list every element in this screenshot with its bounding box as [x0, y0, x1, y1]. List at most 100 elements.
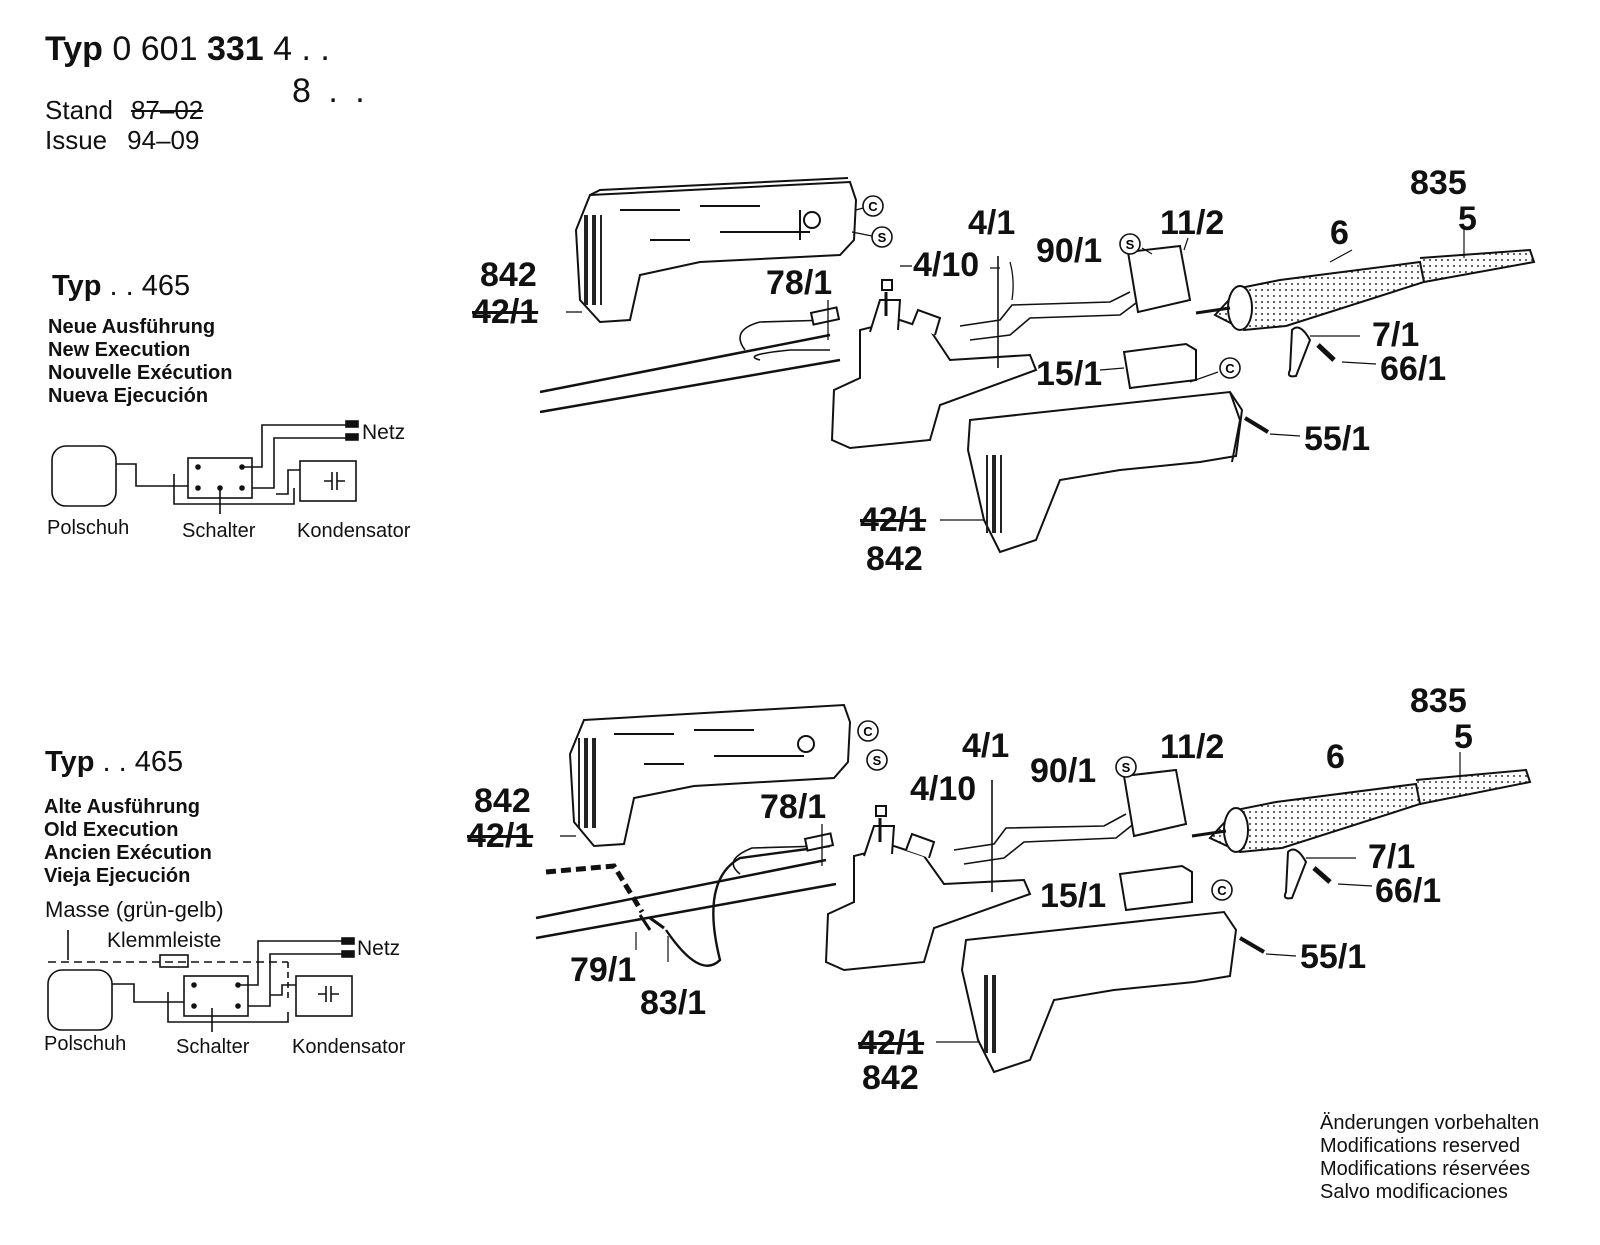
- section1-wiring-diagram: [51, 420, 359, 514]
- mark-c-text: C: [1217, 883, 1227, 898]
- section2-polschuh-label: Polschuh: [44, 1033, 127, 1055]
- section2-typ-value: . . 465: [102, 746, 184, 778]
- section1-execution-line: Nueva Ejecución: [48, 385, 209, 407]
- cable-clamp-7-1: [1287, 326, 1312, 378]
- section2-schalter-label: Schalter: [176, 1036, 250, 1058]
- screw-4-10: [881, 279, 893, 291]
- netz-terminal: [341, 950, 355, 958]
- callout-842: 842: [474, 782, 531, 820]
- callout-78-1: 78/1: [766, 264, 833, 302]
- circled-marks: C S S C C S S C: [863, 199, 1235, 898]
- wire: [242, 424, 346, 468]
- callout-79-1: 79/1: [570, 951, 637, 989]
- header-typ-number: 0 601: [112, 30, 198, 68]
- motor-polschuh-shape: [47, 969, 113, 1031]
- screw-55-1: [1238, 936, 1266, 954]
- housing-ribs: [584, 215, 602, 305]
- mark-s-text: S: [873, 753, 882, 768]
- section2-execution: Alte Ausführung Old Execution Ancien Exé…: [44, 796, 212, 888]
- callout-90-1: 90/1: [1036, 232, 1103, 270]
- housing-ribs: [980, 975, 996, 1053]
- callout-83-1: 83/1: [640, 984, 707, 1022]
- section2-netz-label: Netz: [357, 937, 401, 960]
- cable-protector-6: [1208, 782, 1422, 854]
- ground-wire-79-1: [545, 863, 645, 914]
- lead-83-1: [665, 844, 831, 967]
- wires-90-1: [959, 291, 1141, 341]
- callout-90-1: 90/1: [1030, 752, 1097, 790]
- callout-4-1: 4/1: [968, 204, 1016, 242]
- housing-half-lower: [966, 390, 1244, 554]
- section2-kondensator-label: Kondensator: [292, 1036, 406, 1058]
- wires-90-1: [953, 813, 1137, 865]
- header-typ-label: Typ: [45, 30, 103, 68]
- section2-execution-line: Vieja Ejecución: [44, 865, 191, 887]
- section1-kondensator-label: Kondensator: [297, 520, 411, 542]
- mark-c-text: C: [868, 199, 878, 214]
- section2-execution-line: Ancien Exécution: [44, 842, 212, 864]
- netz-terminal: [345, 420, 359, 428]
- callout-11-2: 11/2: [1160, 728, 1225, 766]
- wire: [252, 437, 346, 489]
- mark-c: [1219, 357, 1241, 379]
- callout-55-1: 55/1: [1304, 420, 1371, 458]
- capacitor-11-2: [1122, 768, 1188, 838]
- switch-schalter-part: [824, 844, 1032, 972]
- screw-4-10: [875, 805, 887, 817]
- mark-c-text: C: [863, 724, 873, 739]
- note-line: Modifications réservées: [1320, 1158, 1531, 1180]
- note-line: Änderungen vorbehalten: [1320, 1112, 1540, 1134]
- suppressor-15-1: [1122, 342, 1197, 390]
- mark-s-text: S: [878, 230, 887, 245]
- cable-clamp-7-1: [1283, 848, 1308, 900]
- terminal-strip-klemmleiste: [159, 954, 189, 968]
- mains-cable-835: [1415, 768, 1532, 805]
- section2-exploded-view: [535, 703, 1532, 1074]
- section1-execution-line: Nouvelle Exécution: [48, 362, 233, 384]
- mark-c-text: C: [1225, 361, 1235, 376]
- netz-terminal: [345, 433, 359, 441]
- callout-842: 842: [866, 540, 923, 578]
- callout-5: 5: [1454, 718, 1473, 756]
- mark-s: [1115, 756, 1137, 778]
- callout-842: 842: [862, 1059, 919, 1097]
- mark-s: [1119, 233, 1141, 255]
- wire: [276, 469, 300, 495]
- section1-typ-value: . . 465: [109, 270, 191, 302]
- callout-835: 835: [1410, 682, 1467, 720]
- callout-835: 835: [1410, 164, 1467, 202]
- header-stand-label: Stand: [45, 95, 113, 125]
- mark-s-text: S: [1126, 237, 1135, 252]
- housing-ribs: [578, 738, 596, 828]
- header-stand: Stand 87–02: [45, 95, 203, 126]
- netz-terminal: [341, 937, 355, 945]
- callout-42-1-struck: 42/1: [472, 293, 539, 331]
- header-stand-value: 87–02: [130, 95, 204, 125]
- section2-wiring-diagram: [47, 930, 355, 1032]
- switch-schalter-part: [830, 318, 1038, 450]
- section1-exploded-view: [539, 177, 1536, 554]
- section2-type: Typ . . 465: [45, 746, 183, 779]
- section1-polschuh-label: Polschuh: [47, 517, 130, 539]
- callout-4-1: 4/1: [962, 727, 1010, 765]
- mark-s: [871, 226, 893, 248]
- header-typ-number-bold: 331: [206, 30, 264, 68]
- mark-c: [1211, 879, 1233, 901]
- wire: [173, 474, 295, 505]
- suppressor-15-1: [1118, 864, 1193, 912]
- mark-c: [862, 195, 884, 217]
- section1-execution-line: Neue Ausführung: [48, 316, 216, 338]
- callout-66-1: 66/1: [1380, 350, 1447, 388]
- motor-polschuh-shape: [51, 445, 117, 507]
- lead-wires: [535, 858, 837, 940]
- capacitor-kondensator-shape: [299, 460, 357, 502]
- header-type-number: Typ 0 601 331 4 . .: [45, 30, 330, 69]
- callout-42-1-struck: 42/1: [860, 501, 927, 539]
- sleeve-78-1: [809, 306, 841, 326]
- cable-protector-6: [1213, 260, 1426, 332]
- mark-c: [857, 720, 879, 742]
- callout-78-1: 78/1: [760, 788, 827, 826]
